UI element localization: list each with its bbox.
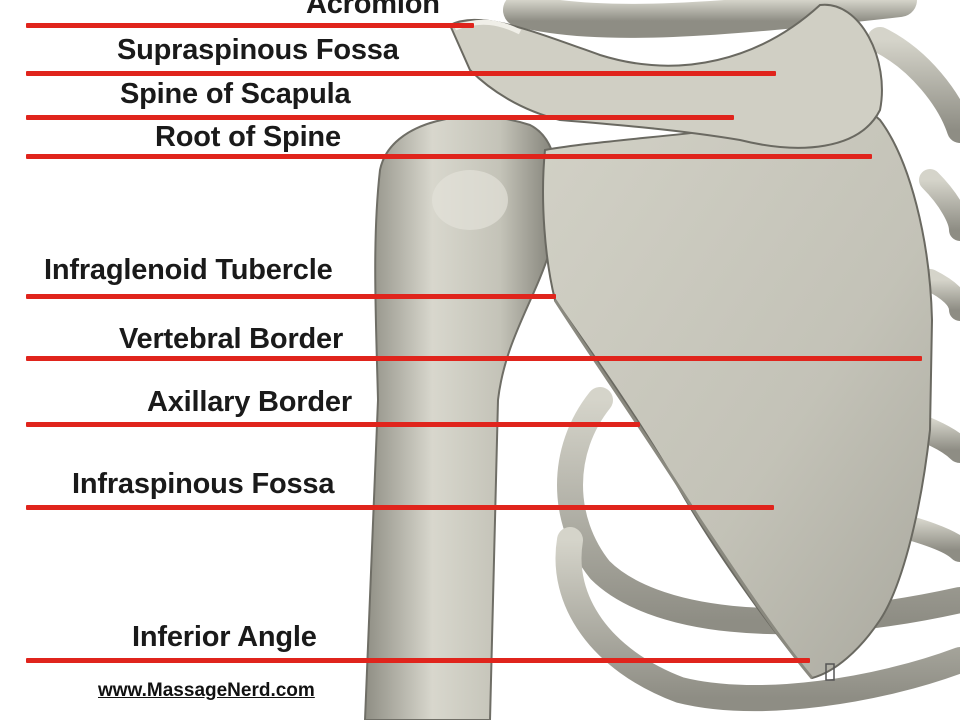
label-acromion: Acromion	[306, 0, 440, 20]
label-inferior-angle: Inferior Angle	[132, 621, 317, 653]
leader-spine-of-scapula	[26, 115, 734, 120]
leader-acromion	[26, 23, 474, 28]
leader-inferior-angle	[26, 658, 810, 663]
leader-infraspinous-fossa	[26, 505, 774, 510]
scapula	[448, 3, 934, 680]
label-infraglenoid-tubercle: Infraglenoid Tubercle	[44, 254, 333, 286]
label-vertebral-border: Vertebral Border	[119, 323, 344, 355]
label-supraspinous-fossa: Supraspinous Fossa	[117, 34, 399, 66]
label-infraspinous-fossa: Infraspinous Fossa	[72, 468, 335, 500]
leader-supraspinous-fossa	[26, 71, 776, 76]
leader-infraglenoid-tubercle	[26, 294, 556, 299]
website-link[interactable]: www.MassageNerd.com	[98, 680, 315, 701]
leader-axillary-border	[26, 422, 640, 427]
leader-vertebral-border	[26, 356, 922, 361]
label-spine-of-scapula: Spine of Scapula	[120, 78, 351, 110]
label-root-of-spine: Root of Spine	[155, 121, 341, 153]
leader-root-of-spine	[26, 154, 872, 159]
humerus	[363, 115, 560, 720]
label-axillary-border: Axillary Border	[147, 386, 352, 418]
